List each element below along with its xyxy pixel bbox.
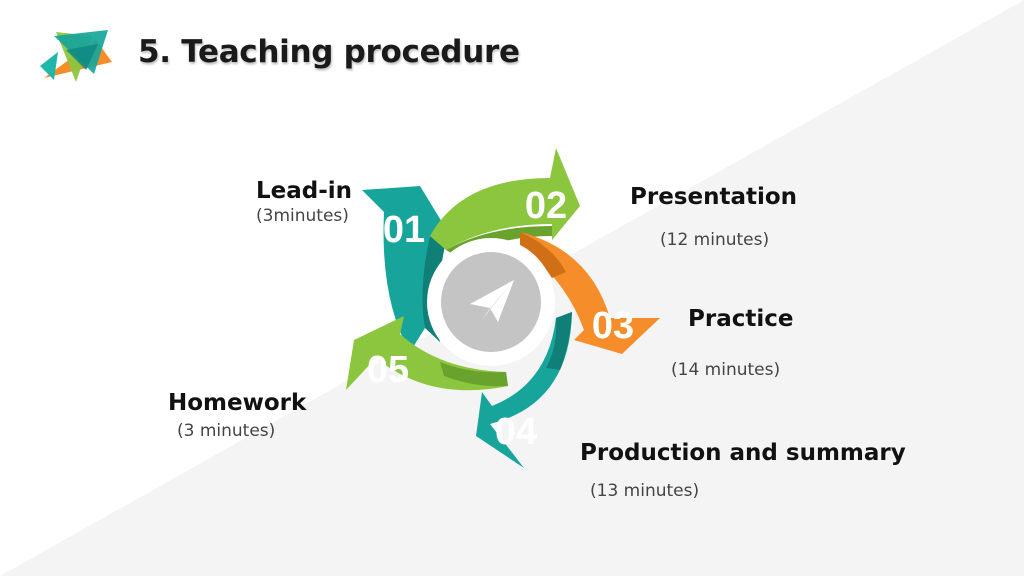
- stage-03-number: 03: [592, 305, 634, 347]
- stage-05-number: 05: [367, 349, 409, 391]
- stage-03-arrow: [520, 232, 660, 354]
- paper-plane-icon: [470, 280, 514, 322]
- stage-02-duration: (12 minutes): [660, 230, 770, 250]
- stage-04-number: 04: [495, 411, 537, 453]
- stage-05-label: Homework: [168, 390, 307, 416]
- stage-03-duration: (14 minutes): [671, 360, 781, 380]
- stage-04-label: Production and summary: [580, 440, 906, 466]
- stage-02-label: Presentation: [630, 184, 798, 210]
- page-title: 5. Teaching procedure: [138, 34, 520, 70]
- stage-01-duration: (3minutes): [256, 206, 349, 226]
- stage-05-arrow: [346, 316, 508, 391]
- stage-04-duration: (13 minutes): [590, 481, 700, 501]
- stage-03-label: Practice: [688, 306, 794, 332]
- stage-01-number: 01: [383, 209, 425, 251]
- logo-icon: [40, 30, 112, 82]
- stage-04-arrow: [476, 312, 572, 468]
- stage-05-duration: (3 minutes): [177, 421, 276, 441]
- stage-02-number: 02: [525, 185, 567, 227]
- stage-01-label: Lead-in: [256, 178, 353, 204]
